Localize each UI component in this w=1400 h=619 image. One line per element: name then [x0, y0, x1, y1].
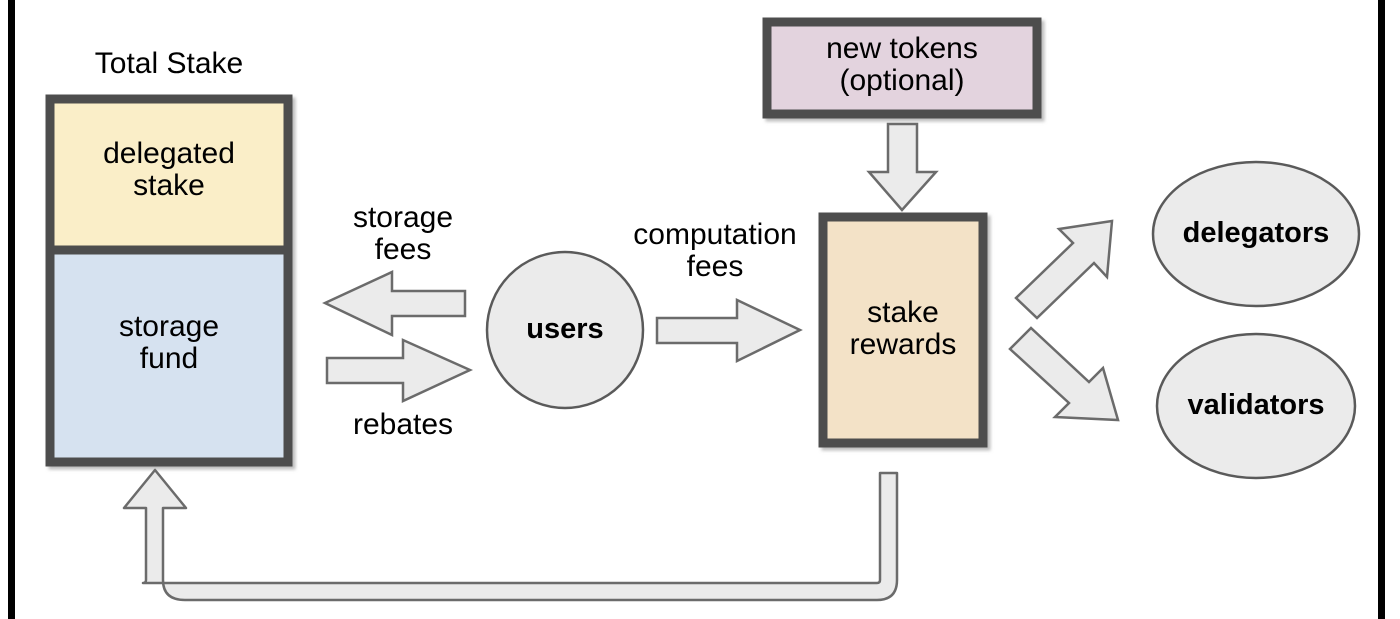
stake-rewards-box	[818, 212, 988, 448]
new-tokens-label: new tokens (optional)	[826, 32, 978, 98]
storage-fund-label: storage fund	[118, 310, 220, 376]
storage-fees-arrow	[322, 270, 467, 337]
storage-fund-box	[45, 245, 293, 467]
rebates-arrow	[325, 338, 474, 403]
stake-rewards-label: stake rewards	[849, 296, 957, 362]
validators-arrow	[1008, 326, 1120, 422]
new-tokens-box	[762, 17, 1042, 119]
right-frame-rail	[1378, 0, 1385, 619]
delegators-label: delegators	[1182, 217, 1330, 249]
computation-fees-arrow	[655, 298, 803, 364]
validators-label: validators	[1187, 389, 1325, 421]
delegators-arrow	[1014, 219, 1114, 320]
new-tokens-arrow	[866, 122, 939, 212]
storage-fees-label: storage fees	[352, 201, 454, 267]
rebates-label: rebates	[352, 408, 454, 441]
validators-node	[1155, 332, 1357, 480]
users-label: users	[526, 313, 604, 345]
users-node	[485, 250, 645, 410]
delegated-stake-label: delegated stake	[103, 137, 235, 203]
computation-fees-label: computation fees	[633, 218, 797, 284]
storage-fund-loop-arrow	[122, 468, 899, 602]
left-frame-rail	[8, 0, 15, 619]
delegated-stake-box	[45, 94, 293, 255]
delegators-node	[1151, 160, 1361, 308]
total-stake-group	[45, 94, 293, 467]
page-title: Total Stake	[94, 47, 244, 80]
